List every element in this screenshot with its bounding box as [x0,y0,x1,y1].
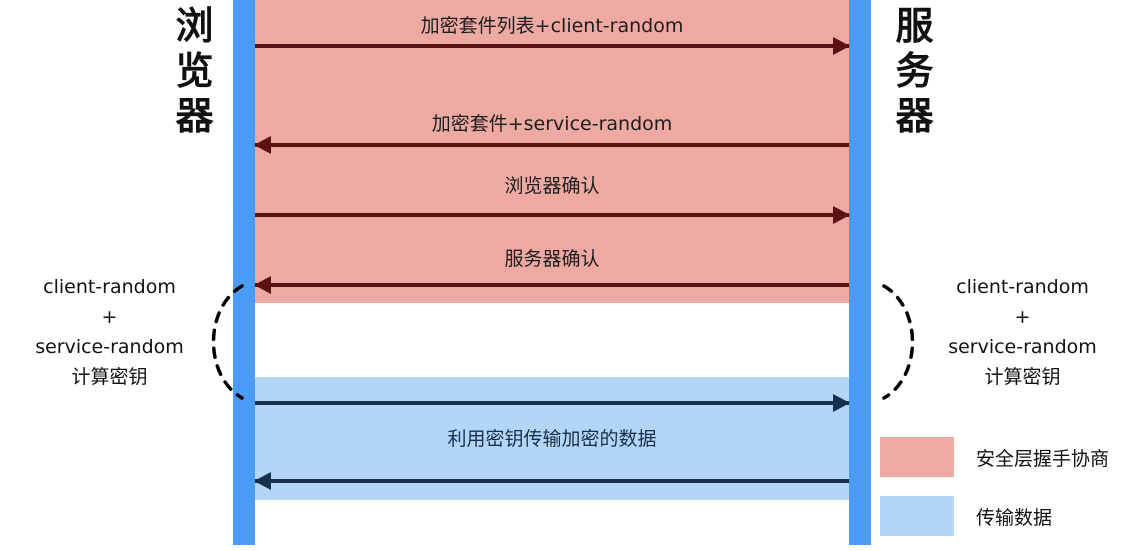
legend-item-handshake: 安全层握手协商 [880,437,1109,477]
arrow-shaft [255,143,849,147]
handshake-phase-band [255,0,849,303]
server-party-label: 服务器 [895,4,935,138]
message-label-3: 浏览器确认 [504,175,600,197]
arrow-head-right-icon [833,206,850,224]
arrow-shaft [255,213,849,217]
note-line-1: client-random [43,276,176,298]
server-lifeline [849,0,871,545]
legend-label-transfer: 传输数据 [976,506,1053,529]
note-line-2: + [1014,306,1031,328]
note-line-3: service-random [948,336,1097,358]
message-label-2: 加密套件+service-random [431,113,673,135]
right-key-computation-note: client-random + service-random 计算密钥 [915,272,1130,392]
legend-swatch-handshake [880,437,954,477]
message-label-1: 加密套件列表+client-random [420,15,684,37]
arrow-head-right-icon [833,394,850,412]
arrow-head-left-icon [254,472,271,490]
message-label-4: 服务器确认 [504,248,600,270]
arrow-head-left-icon [254,136,271,154]
browser-lifeline [233,0,255,545]
note-line-1: client-random [956,276,1089,298]
message-label-5: 利用密钥传输加密的数据 [447,428,657,450]
note-line-4: 计算密钥 [71,366,148,388]
arrow-shaft [255,283,849,287]
legend: 安全层握手协商 传输数据 [880,437,1109,551]
note-line-3: service-random [35,336,184,358]
browser-party-label: 浏览器 [175,4,215,138]
arrow-head-left-icon [254,276,271,294]
note-line-2: + [101,306,118,328]
arrow-shaft [255,479,849,483]
legend-item-transfer: 传输数据 [880,496,1109,536]
left-key-computation-note: client-random + service-random 计算密钥 [2,272,217,392]
legend-label-handshake: 安全层握手协商 [976,447,1110,470]
arrow-shaft [255,44,849,48]
arrow-head-right-icon [833,37,850,55]
legend-swatch-transfer [880,496,954,536]
arrow-shaft [255,401,849,405]
note-line-4: 计算密钥 [984,366,1061,388]
